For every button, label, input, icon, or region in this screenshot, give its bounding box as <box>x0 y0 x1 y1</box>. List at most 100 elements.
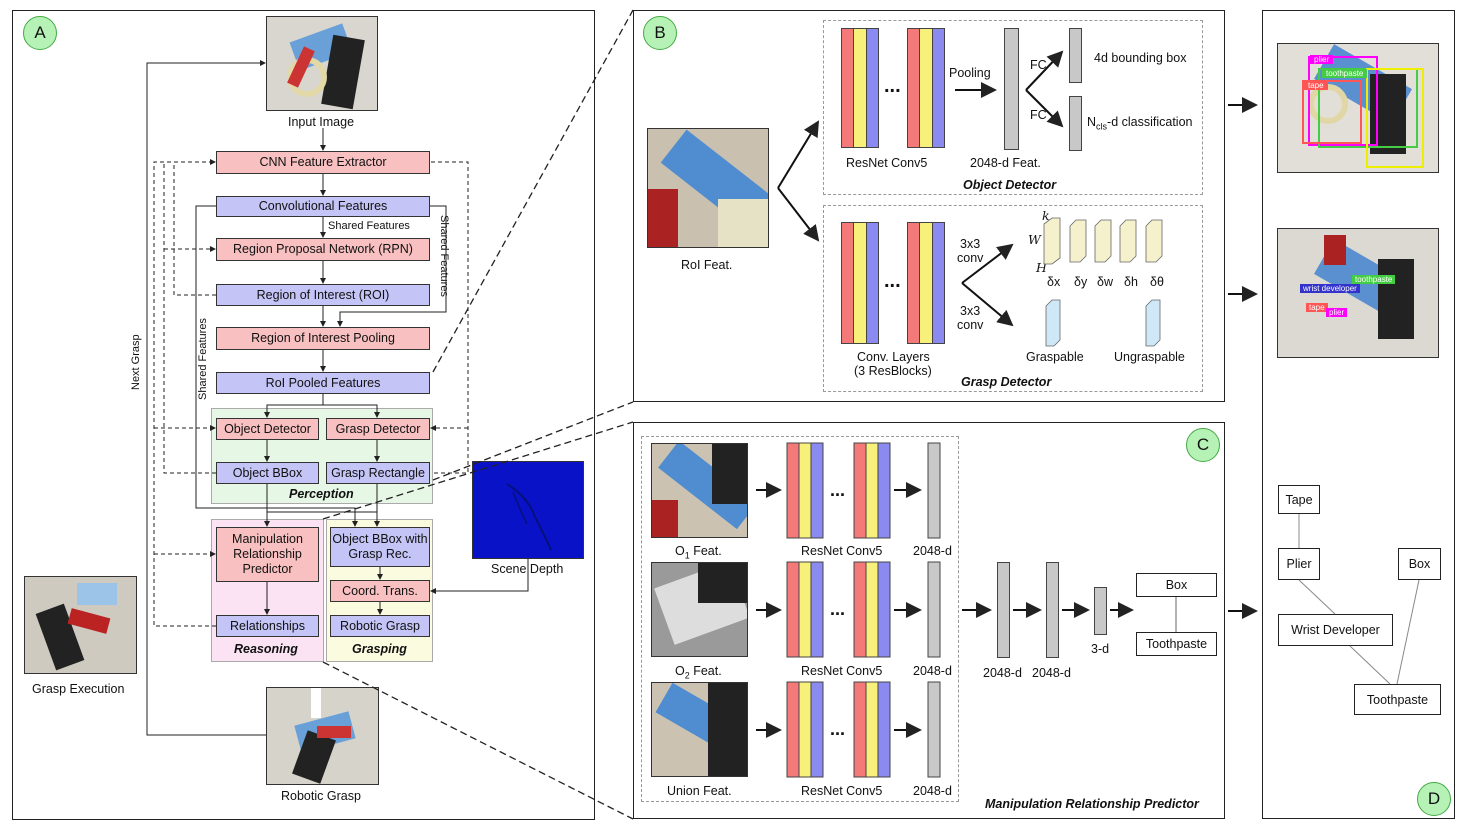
ungraspable-label: Ungraspable <box>1114 350 1185 364</box>
fc-bar-3 <box>1094 587 1107 635</box>
o2-o: O <box>675 664 685 678</box>
resnet3-label: ResNet Conv5 <box>801 784 883 798</box>
d1-label: 2048-d <box>913 544 952 558</box>
union-label: Union Feat. <box>667 784 732 798</box>
tree-node-box: Box <box>1398 548 1441 580</box>
mrp-box: Manipulation Relationship Predictor <box>216 527 319 582</box>
bbox4d-label: 4d bounding box <box>1094 51 1187 65</box>
resblocks-label: (3 ResBlocks) <box>854 364 932 378</box>
d2-label: 2048-d <box>913 664 952 678</box>
delta-w: δw <box>1097 275 1114 289</box>
grasp-tag-toothpaste: toothpaste <box>1352 275 1396 284</box>
gd-block-1 <box>841 222 879 344</box>
cls-label: Ncls-d classification <box>1087 115 1192 132</box>
grasp-detector-title: Grasp Detector <box>961 375 1052 389</box>
conv-b-label: conv <box>957 318 984 332</box>
od-block-2 <box>907 28 945 148</box>
o1-rest: Feat. <box>689 544 722 558</box>
o2-sub: 2 <box>684 670 690 681</box>
object-detector-box: Object Detector <box>216 418 319 440</box>
shared-features-label: Shared Features <box>328 220 410 232</box>
det-tag-tape: tape <box>1304 81 1328 90</box>
d3d-label: 3-d <box>1091 642 1110 656</box>
reasoning-label: Reasoning <box>234 642 298 656</box>
c-row1-blocks <box>786 442 941 539</box>
feature-region <box>641 436 959 802</box>
cls-rest: -d classification <box>1107 115 1193 129</box>
od-resnet-label: ResNet Conv5 <box>846 156 928 170</box>
grasp-tag-wrist: wrist developer <box>1300 284 1360 293</box>
o1-label: O1 Feat. <box>675 544 722 561</box>
graspable-label: Graspable <box>1026 350 1084 364</box>
delta-x: δx <box>1047 275 1061 289</box>
det-tag-toothpaste: toothpaste <box>1322 69 1368 78</box>
grasp-execution-label: Grasp Execution <box>32 682 125 696</box>
h-label: H <box>1036 260 1047 275</box>
c-dots-1: ... <box>830 480 845 500</box>
c-row2-blocks <box>786 561 941 658</box>
cls-bar <box>1069 96 1082 151</box>
conv3x3-a-label: 3x3 <box>960 237 981 251</box>
w-label: W <box>1028 232 1041 247</box>
o2-label: O2 Feat. <box>675 664 722 681</box>
det-tag-plier: plier <box>1310 55 1334 64</box>
cnn-feature-extractor-box: CNN Feature Extractor <box>216 151 430 174</box>
grasp-detector-box: Grasp Detector <box>326 418 430 440</box>
coord-trans-box: Coord. Trans. <box>330 580 430 602</box>
rpn-box: Region Proposal Network (RPN) <box>216 238 430 261</box>
conv-layers-label: Conv. Layers <box>857 350 930 364</box>
grasp-tag-tape: tape <box>1306 303 1328 312</box>
scene-depth-image <box>472 461 584 559</box>
c-dots-3: ... <box>830 719 845 739</box>
perception-label: Perception <box>289 487 354 501</box>
delta-theta: δθ <box>1150 275 1164 289</box>
conv-features-box: Convolutional Features <box>216 196 430 217</box>
grasp-rectangle-box: Grasp Rectangle <box>326 462 430 484</box>
cls-n: N <box>1087 115 1097 129</box>
o2-feat-photo <box>651 562 748 657</box>
roi-feat-photo <box>647 128 769 248</box>
gd-block-2 <box>907 222 945 344</box>
o1-o: O <box>675 544 685 558</box>
d4-label: 2048-d <box>983 666 1022 680</box>
object-detector-region <box>823 20 1203 195</box>
d5-label: 2048-d <box>1032 666 1071 680</box>
feat-2048-bar <box>1004 28 1019 150</box>
tree-node-plier: Plier <box>1278 548 1320 580</box>
robotic-grasp-box: Robotic Grasp <box>330 615 430 637</box>
o2-rest: Feat. <box>689 664 722 678</box>
roi-pooling-box: Region of Interest Pooling <box>216 327 430 350</box>
fc-bar-2 <box>1046 562 1059 658</box>
scene-depth-label: Scene Depth <box>491 562 564 576</box>
gd-dots: ... <box>884 270 901 292</box>
conv-a-label: conv <box>957 251 984 265</box>
input-image-label: Input Image <box>288 115 355 129</box>
fc1-label: FC <box>1030 58 1047 72</box>
panel-a-badge: A <box>23 16 57 50</box>
object-bbox-box: Object BBox <box>216 462 319 484</box>
detection-result-photo: plier toothpaste tape <box>1277 43 1439 173</box>
delta-y: δy <box>1074 275 1088 289</box>
od-block-1 <box>841 28 879 148</box>
relationships-box: Relationships <box>216 615 319 637</box>
c-toothpaste-node: Toothpaste <box>1136 632 1217 656</box>
robotic-grasp-photo <box>266 687 379 785</box>
d3-label: 2048-d <box>913 784 952 798</box>
pooling-label: Pooling <box>949 66 991 80</box>
fc2-label: FC <box>1030 108 1047 122</box>
panel-c-badge: C <box>1186 428 1220 462</box>
grasping-label: Grasping <box>352 642 407 656</box>
roi-box: Region of Interest (ROI) <box>216 284 430 306</box>
bbox-bar <box>1069 28 1082 83</box>
resnet2-label: ResNet Conv5 <box>801 664 883 678</box>
k-label: k <box>1042 208 1050 223</box>
grasp-result-photo: toothpaste wrist developer tape plier <box>1277 228 1439 358</box>
object-bbox-grasp-box: Object BBox with Grasp Rec. <box>330 527 430 567</box>
roi-feat-label: RoI Feat. <box>681 258 733 272</box>
tree-node-tape: Tape <box>1278 485 1320 514</box>
o1-feat-photo <box>651 443 748 538</box>
c-row3-blocks <box>786 681 941 778</box>
feat-2048-label: 2048-d Feat. <box>970 156 1041 170</box>
conv3x3-b-label: 3x3 <box>960 304 981 318</box>
